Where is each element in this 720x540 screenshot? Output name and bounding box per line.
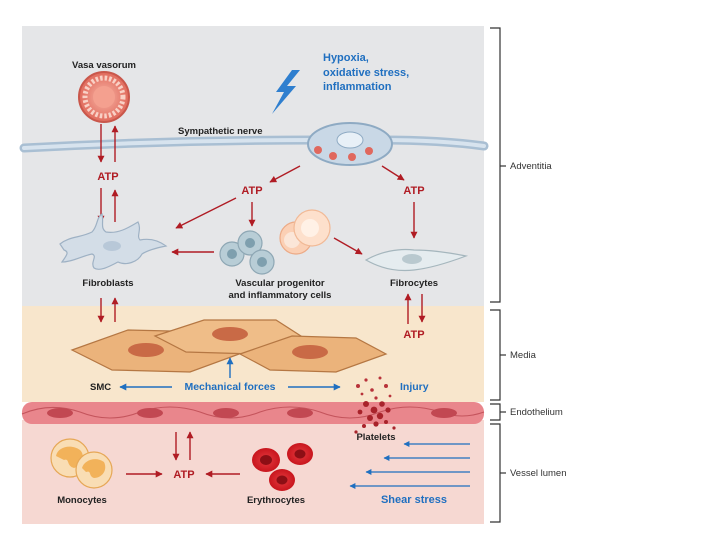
layer-label-adventitia: Adventitia: [510, 161, 552, 172]
layer-label-vessel-lumen: Vessel lumen: [510, 468, 567, 479]
progenitor-cells: [219, 209, 331, 275]
fibrocyte-cell: [364, 248, 469, 272]
layer-label-endothelium: Endothelium: [510, 407, 563, 418]
hypoxia-label-3: inflammation: [323, 81, 392, 93]
injury-particles: [356, 376, 392, 400]
arrow-progenitor-to-fibrocytes: [333, 237, 363, 255]
mechanical-forces-label: Mechanical forces: [184, 381, 275, 393]
arrow-nerve-to-atp-right: [381, 165, 405, 181]
vascular-progenitor-label-2: and inflammatory cells: [229, 290, 332, 301]
platelets-label: Platelets: [356, 432, 395, 443]
vasa-vasorum: [78, 71, 130, 123]
atp-label-center: ATP: [241, 185, 262, 197]
erythrocytes-cells: [252, 443, 313, 491]
injury-label: Injury: [400, 381, 429, 393]
erythrocytes-label: Erythrocytes: [247, 495, 305, 506]
lightning-icon: [272, 70, 300, 114]
fibroblast-cell: [59, 213, 168, 270]
layer-brackets: [490, 27, 506, 523]
arrow-nerve-to-atp-center: [269, 165, 301, 183]
smc-label: SMC: [90, 382, 111, 393]
smooth-muscle-cells: [70, 319, 388, 373]
atp-label-right: ATP: [403, 185, 424, 197]
shear-stress-arrows: [349, 441, 470, 489]
fibroblasts-label: Fibroblasts: [82, 278, 133, 289]
shear-stress-label: Shear stress: [381, 494, 447, 506]
monocytes-cells: [50, 438, 113, 489]
vasa-vasorum-label: Vasa vasorum: [72, 60, 136, 71]
sympathetic-nerve: [19, 122, 489, 166]
vascular-progenitor-label-1: Vascular progenitor: [235, 278, 325, 289]
hypoxia-label-2: oxidative stress,: [323, 67, 409, 79]
endothelium-layer: [21, 402, 485, 424]
fibrocytes-label: Fibrocytes: [390, 278, 438, 289]
monocytes-label: Monocytes: [57, 495, 107, 506]
hypoxia-label-1: Hypoxia,: [323, 52, 369, 64]
platelet-cluster: [354, 401, 396, 434]
sympathetic-nerve-label: Sympathetic nerve: [178, 126, 262, 137]
arrow-atp-to-fibroblasts-diag: [175, 197, 237, 229]
layer-label-media: Media: [510, 350, 537, 361]
atp-label-lumen: ATP: [173, 469, 194, 481]
atp-label-vasa: ATP: [97, 171, 118, 183]
atp-label-media: ATP: [403, 329, 424, 341]
